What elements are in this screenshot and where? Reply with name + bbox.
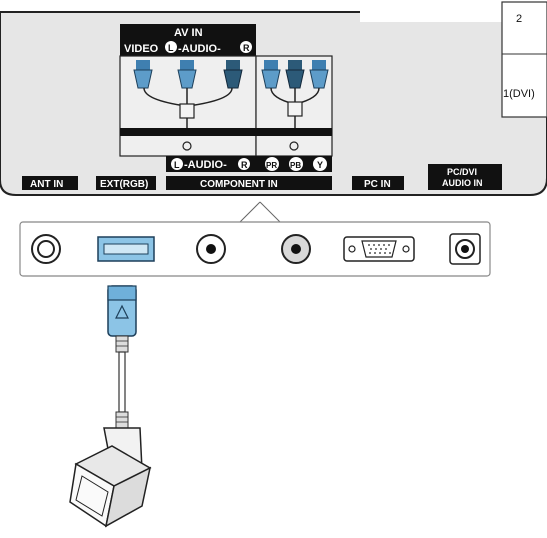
hdmi-slot-area: 2 1(DVI)	[501, 1, 547, 118]
audio-label-top: -AUDIO-	[178, 43, 221, 55]
pc-dvi-audio-line2: AUDIO IN	[442, 178, 483, 188]
bottom-label-bars: ANT IN EXT(RGB) COMPONENT IN PC IN PC/DV…	[22, 164, 502, 190]
av-ground-screw	[182, 141, 192, 151]
pr-letter: PR	[266, 161, 277, 170]
audio-port-2[interactable]	[281, 234, 311, 264]
component-y-jack[interactable]	[309, 60, 329, 89]
audio-port-1[interactable]	[196, 234, 226, 264]
ext-rgb-port[interactable]	[97, 236, 155, 262]
ant-in-label: ANT IN	[30, 179, 63, 190]
component-in-label: COMPONENT IN	[200, 179, 278, 190]
pb-letter: PB	[290, 161, 301, 170]
audio-label-bottom: -AUDIO-	[184, 159, 227, 171]
zoomed-connector-strip	[19, 221, 491, 277]
video-jack[interactable]	[133, 60, 153, 89]
hdmi-2-label: 2	[516, 13, 522, 25]
pc-dvi-audio-port[interactable]	[449, 233, 481, 265]
component-ground-screw	[289, 141, 299, 151]
video-label: VIDEO	[124, 43, 159, 55]
hdmi-1-dvi-label: 1(DVI)	[503, 88, 535, 100]
y-letter: Y	[317, 160, 323, 170]
audio-l-letter: L	[168, 43, 174, 53]
audio-r-letter-bottom: R	[241, 160, 248, 170]
av-in-title: AV IN	[174, 27, 203, 39]
ant-in-port[interactable]	[31, 234, 61, 264]
audio-r-jack[interactable]	[223, 60, 243, 89]
audio-component-label-bar: L -AUDIO- R PR PB Y	[166, 156, 332, 172]
scart-cable	[69, 285, 152, 528]
component-pb-jack[interactable]	[285, 60, 305, 89]
component-jacks	[261, 60, 329, 151]
callout-pointer	[239, 201, 281, 223]
component-pr-jack[interactable]	[261, 60, 281, 89]
audio-l-letter-bottom: L	[174, 160, 180, 170]
ext-rgb-label: EXT(RGB)	[100, 179, 148, 190]
pc-dvi-audio-line1: PC/DVI	[447, 167, 477, 177]
av-in-header: AV IN VIDEO L -AUDIO- R	[120, 24, 256, 56]
audio-r-badge	[240, 41, 252, 53]
pc-in-port[interactable]	[343, 236, 415, 262]
audio-r-letter: R	[243, 43, 250, 53]
pc-in-label: PC IN	[364, 179, 391, 190]
av-jacks	[133, 60, 243, 151]
audio-l-badge	[165, 41, 177, 53]
audio-l-jack[interactable]	[177, 60, 197, 89]
